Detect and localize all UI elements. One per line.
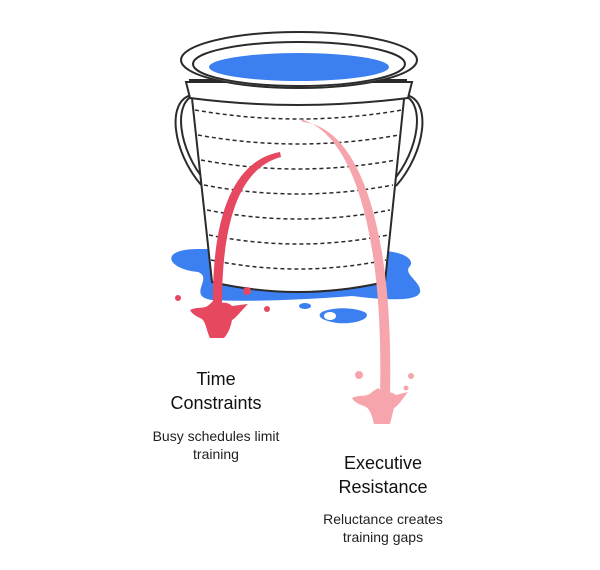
desc-line: training gaps	[342, 529, 424, 545]
desc-line: training	[193, 446, 239, 462]
desc-line: Busy schedules limit	[152, 428, 280, 444]
desc-line: Reluctance creates	[323, 511, 443, 527]
title-line: Executive	[343, 453, 423, 473]
bucket-icon	[174, 31, 424, 293]
label-time-constraints-title: Time Constraints	[116, 367, 316, 415]
splash-icon	[175, 287, 270, 338]
leak-stream-icon	[212, 119, 391, 395]
splash-icon	[352, 371, 414, 424]
title-line: Resistance	[338, 477, 428, 497]
title-line: Time	[196, 369, 236, 389]
label-executive-resistance-description: Reluctance creates training gaps	[283, 510, 483, 546]
label-time-constraints-description: Busy schedules limit training	[116, 427, 316, 463]
title-line: Constraints	[170, 393, 262, 413]
label-executive-resistance-title: Executive Resistance	[283, 451, 483, 499]
